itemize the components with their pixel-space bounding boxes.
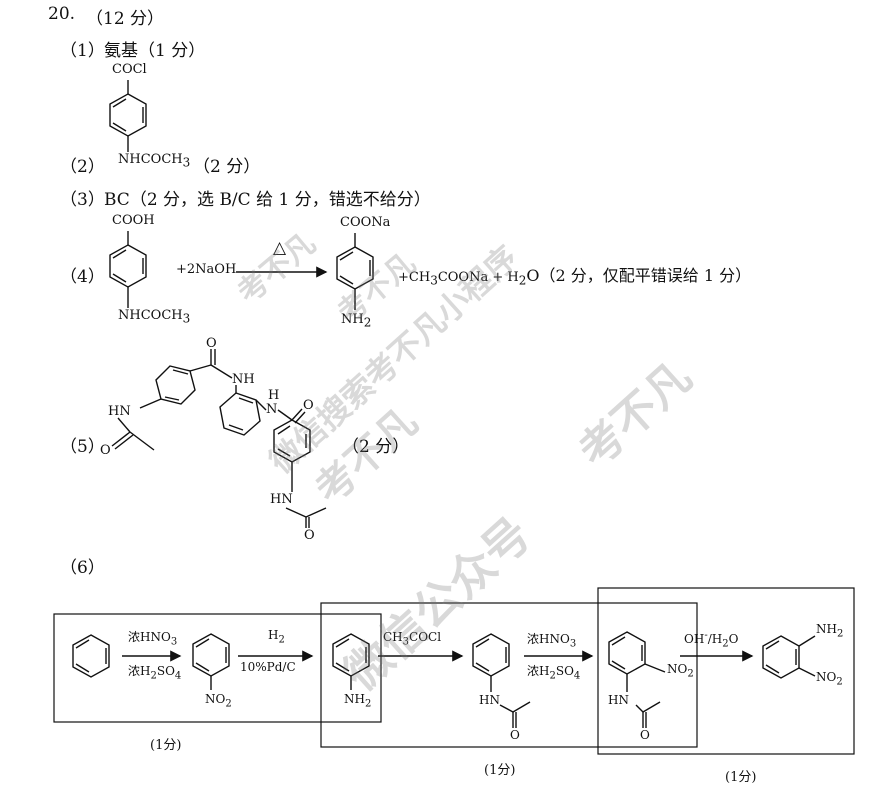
part2-score: （2 分） bbox=[193, 157, 261, 177]
part1-answer: 氨基（1 分） bbox=[104, 41, 206, 61]
p5-o2: O bbox=[100, 443, 111, 458]
part5-label: （5） bbox=[60, 437, 105, 457]
p6-nh2-b: NH2 bbox=[816, 622, 844, 640]
p2-nhcoch3: NHCOCH3 bbox=[118, 152, 191, 170]
p6-step2-bottom: 10%Pd/C bbox=[240, 660, 296, 674]
p5-molecule bbox=[111, 349, 327, 528]
part4-label: （4） bbox=[60, 267, 105, 287]
p5-hn1: HN bbox=[108, 404, 131, 419]
p4-cooh: COOH bbox=[112, 213, 155, 228]
p5-o4: O bbox=[304, 528, 315, 543]
part5-score: （2 分） bbox=[342, 437, 410, 457]
p6-acetanilide bbox=[472, 633, 531, 728]
box3-score: (1分) bbox=[725, 770, 757, 785]
p6-hn-a: HN bbox=[479, 693, 500, 707]
p6-o-a: O bbox=[510, 728, 520, 742]
p6-hn-b: HN bbox=[608, 693, 629, 707]
p6-box-1 bbox=[53, 613, 382, 723]
part1-label: （1） bbox=[60, 41, 105, 61]
p6-nitrobenzene bbox=[192, 633, 230, 690]
p6-o-b: O bbox=[640, 728, 650, 742]
p6-step4-top: 浓HNO3 bbox=[527, 632, 577, 650]
p5-hn2: HN bbox=[270, 492, 293, 507]
p6-nh2-a: NH2 bbox=[344, 692, 372, 710]
p6-step1-bottom: 浓H2SO4 bbox=[128, 664, 182, 682]
p4-heat: △ bbox=[273, 238, 287, 258]
p6-box-3 bbox=[597, 587, 855, 755]
p4-product-ring bbox=[336, 233, 374, 310]
p4-reactant-ring bbox=[109, 231, 147, 308]
p6-box-2 bbox=[320, 602, 698, 748]
p2-benzene-ring bbox=[109, 80, 147, 152]
p6-step5-top: OH-/H2O bbox=[684, 630, 739, 650]
p6-no2-b: NO2 bbox=[667, 662, 694, 680]
box1-score: (1分) bbox=[150, 738, 182, 753]
p6-nitroacetanilide bbox=[608, 631, 666, 728]
p5-nh1: NH bbox=[232, 372, 255, 387]
box2-score: (1分) bbox=[484, 763, 516, 778]
p6-aniline bbox=[332, 633, 370, 690]
p5-o3: O bbox=[303, 398, 314, 413]
p6-benzene bbox=[72, 634, 110, 678]
p4-coona: COONa bbox=[340, 215, 391, 230]
question-score: （12 分） bbox=[86, 9, 165, 29]
p6-no2-a: NO2 bbox=[205, 692, 232, 710]
p6-step3-top: CH3COCl bbox=[383, 630, 442, 648]
part3-answer: BC（2 分，选 B/C 给 1 分，错选不给分） bbox=[104, 190, 431, 210]
part6-label: （6） bbox=[60, 558, 105, 578]
p6-step4-bottom: 浓H2SO4 bbox=[527, 664, 581, 682]
p6-step2-top: H2 bbox=[268, 628, 285, 646]
p6-no2-c: NO2 bbox=[816, 670, 843, 688]
p6-step1-top: 浓HNO3 bbox=[128, 630, 178, 648]
p4-nh2: NH2 bbox=[341, 312, 372, 330]
question-number: 20. bbox=[48, 4, 76, 24]
part3-label: （3） bbox=[60, 190, 105, 210]
part2-label: （2） bbox=[60, 157, 105, 177]
p4-byproducts: +CH3COONa + H2O（2 分，仅配平错误给 1 分） bbox=[398, 266, 752, 288]
p5-o1: O bbox=[206, 336, 217, 351]
p4-naoh: +2NaOH bbox=[176, 262, 237, 277]
p5-n1: N bbox=[266, 402, 278, 417]
p4-nhcoch3: NHCOCH3 bbox=[118, 308, 191, 326]
p6-nitroaniline bbox=[762, 635, 816, 679]
p2-cocl: COCl bbox=[112, 62, 147, 77]
p5-h1: H bbox=[268, 388, 280, 403]
